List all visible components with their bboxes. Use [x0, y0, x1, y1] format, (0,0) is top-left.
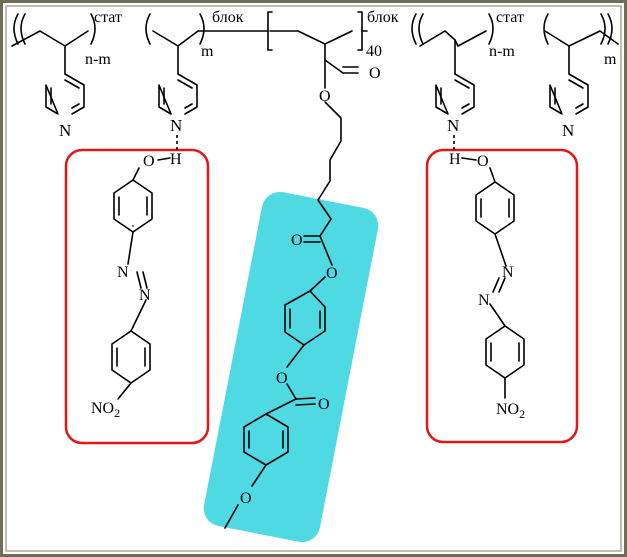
label-stat-2: стат	[496, 9, 524, 26]
ester-o-mid: O	[326, 265, 338, 282]
azo-dye-left	[111, 167, 153, 400]
polymer-backbone	[11, 11, 619, 75]
ester-o-low: O	[276, 370, 288, 387]
pyridine-n-3: N	[447, 116, 459, 135]
nitro-left: NO2	[91, 400, 120, 420]
o-left: O	[143, 153, 155, 170]
pyridine-n-1: N	[59, 121, 71, 140]
label-block-1: блок	[212, 9, 244, 26]
ester-o-top: O	[319, 88, 331, 105]
carbonyl-o-mid: O	[291, 232, 303, 249]
left-azo-highlight-box	[64, 148, 210, 445]
pyridine-ring-2	[158, 73, 198, 115]
inner-frame	[5, 5, 622, 552]
label-stat-1: стат	[94, 9, 122, 26]
pyridine-ring-1	[45, 73, 85, 115]
mesogenic-side-chain	[224, 43, 359, 529]
o-right: O	[477, 153, 489, 170]
pyridine-ring-4	[549, 73, 589, 115]
pyridine-ring-3	[435, 73, 475, 115]
label-n-minus-m-2: n-m	[489, 43, 515, 60]
carbonyl-o-top: O	[369, 65, 381, 82]
right-azo-highlight-box	[425, 148, 579, 444]
azo-n-left-1: N	[117, 264, 129, 281]
azo-n-left-2: N	[139, 287, 151, 304]
label-forty: 40	[366, 43, 382, 60]
pyridine-n-2: N	[170, 116, 182, 135]
azo-dye-right	[475, 167, 525, 399]
pyridine-n-4: N	[562, 121, 574, 140]
label-block-2: блок	[367, 9, 399, 26]
carbonyl-o-low: O	[318, 396, 330, 413]
label-m-2: m	[604, 51, 617, 68]
azo-n-right-2: N	[478, 292, 490, 309]
nitro-right: NO2	[496, 401, 525, 421]
azo-n-right-1: N	[502, 264, 514, 281]
methoxy-o: O	[240, 490, 252, 507]
label-n-minus-m-1: n-m	[85, 51, 111, 68]
label-m-1: m	[201, 43, 214, 60]
h-left: H	[170, 151, 182, 168]
h-right: H	[449, 151, 461, 168]
